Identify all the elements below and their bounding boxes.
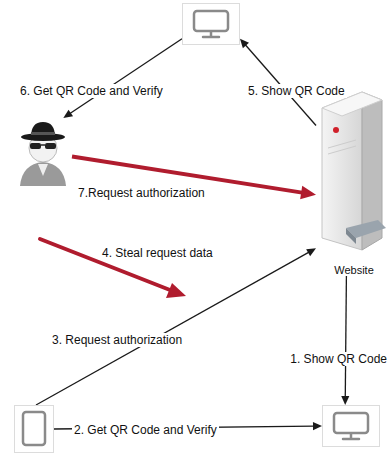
hacker-icon bbox=[14, 118, 72, 188]
edge-label: 3. Request authorization bbox=[50, 333, 184, 347]
monitor-icon bbox=[322, 405, 380, 447]
arrow-head bbox=[306, 248, 316, 256]
monitor-icon-node bbox=[322, 405, 380, 447]
flow-arrow bbox=[36, 252, 309, 405]
monitor-icon-node bbox=[182, 3, 240, 45]
node-label: Website bbox=[316, 264, 392, 276]
step-label: 4. Steal request data bbox=[100, 246, 215, 260]
phone-node bbox=[14, 405, 54, 453]
monitor-icon bbox=[182, 3, 240, 45]
flow-arrow bbox=[70, 39, 182, 114]
edge-label: 5. Show QR Code bbox=[246, 84, 347, 98]
edge-label: 2. Get QR Code and Verify bbox=[72, 423, 219, 437]
arrow-head bbox=[63, 110, 73, 118]
attacker-node bbox=[14, 118, 72, 188]
arrow-head bbox=[313, 422, 322, 430]
tablet-icon bbox=[14, 405, 54, 453]
arrow-head bbox=[300, 186, 316, 199]
server-icon bbox=[316, 78, 388, 260]
website-server-node: Website bbox=[316, 78, 392, 276]
arrow-head bbox=[341, 396, 349, 405]
flow-arrow bbox=[345, 276, 346, 397]
edge-label: 7.Request authorization bbox=[76, 186, 207, 200]
edge-label: 6. Get QR Code and Verify bbox=[18, 84, 165, 98]
steal-arrow-head bbox=[166, 283, 186, 298]
edge-label: 1. Show QR Code bbox=[288, 352, 389, 366]
arrow-head bbox=[240, 39, 249, 48]
